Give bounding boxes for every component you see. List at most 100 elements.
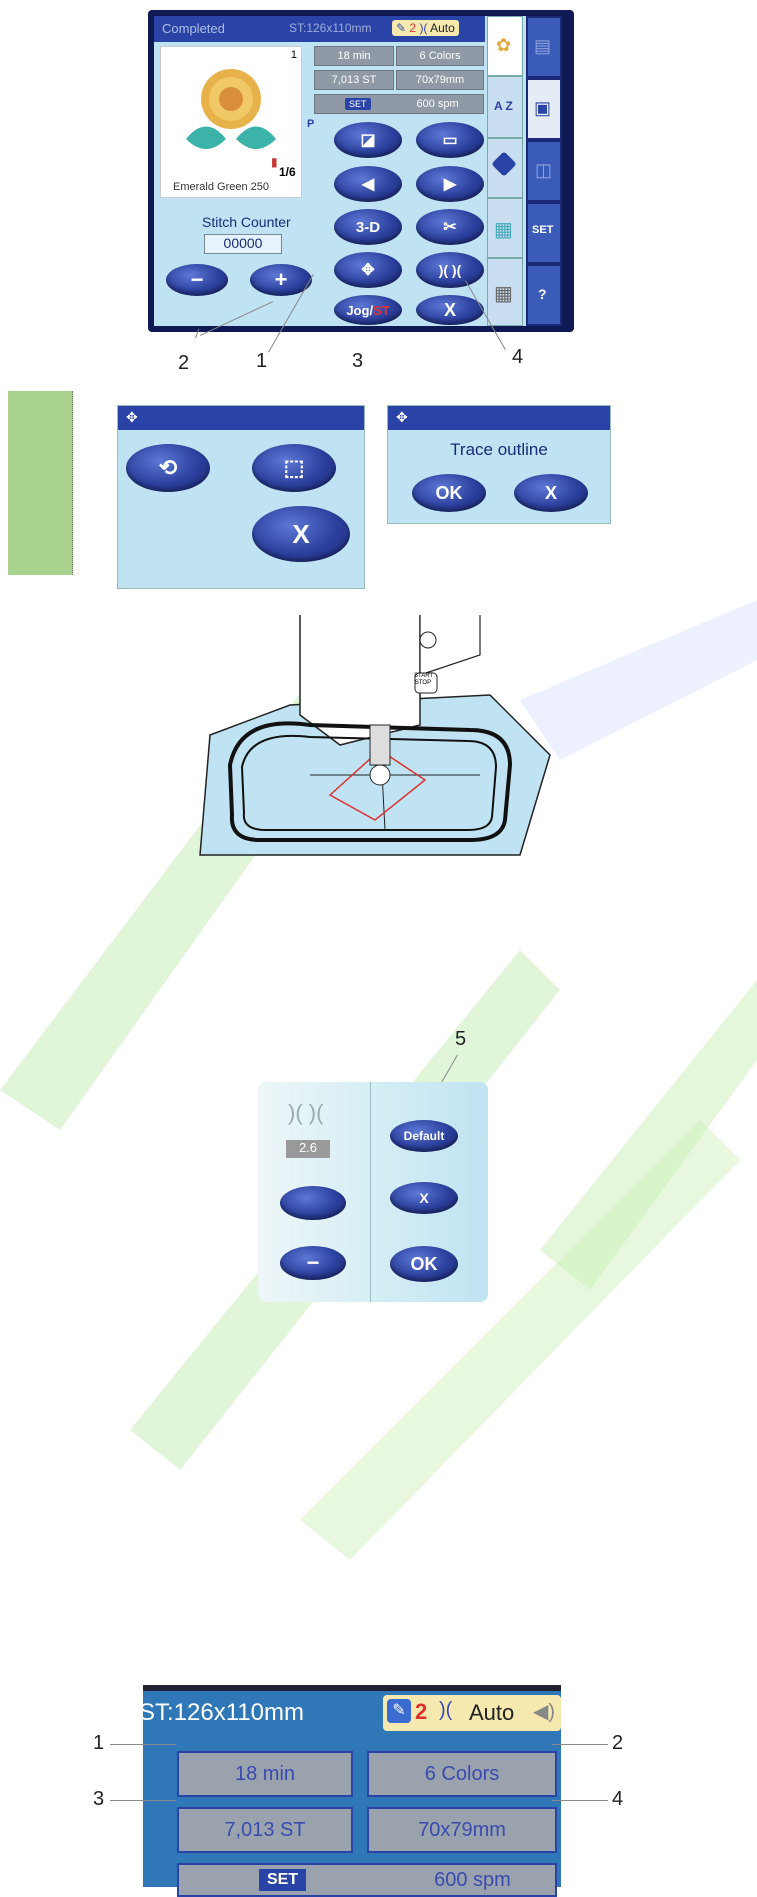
hoop-icon: ▤: [534, 36, 552, 56]
density-minus-label: −: [306, 1250, 320, 1275]
spool-icon: ▮: [271, 155, 278, 169]
info-time: 18 min: [314, 46, 394, 66]
dialog-header: ✥: [388, 406, 610, 430]
minus-button[interactable]: −: [166, 264, 228, 296]
trace-panel-header: ✥: [118, 406, 364, 430]
flower-icon: ✿: [496, 35, 512, 55]
trace-close-button[interactable]: X: [252, 506, 350, 562]
zoom-thread-indicator: ✎ 2 )( Auto ◀): [383, 1695, 561, 1731]
embroidery-screen: Completed ST:126x110mm ✎ 2 )( Auto 1: [148, 10, 574, 332]
density-ok-label: OK: [410, 1253, 438, 1274]
zoom-size: ST:126x110mm: [139, 1699, 304, 1726]
az-label: A Z: [494, 99, 513, 113]
design-preview[interactable]: 1 ▮ 1/6 Emerald Green 250: [160, 46, 302, 198]
tension-icon: )(: [419, 21, 428, 35]
density-icon: )( )(: [288, 1100, 324, 1125]
zoom-bobbin-icon: ✎: [387, 1699, 411, 1723]
close-label: X: [443, 299, 456, 320]
status-bar: Completed ST:126x110mm ✎ 2 )( Auto: [154, 16, 485, 42]
info-speed-row[interactable]: SET 600 spm: [314, 94, 484, 114]
bobbin-icon: ✎: [396, 21, 407, 35]
minus-label: −: [190, 267, 204, 292]
density-value: 2.6: [286, 1140, 330, 1158]
plus-button[interactable]: +: [250, 264, 312, 296]
density-cancel-button[interactable]: X: [390, 1182, 458, 1214]
zoom-stitches: 7,013 ST: [177, 1807, 353, 1853]
set-tab[interactable]: SET: [526, 202, 562, 264]
machine-icon: ▣: [534, 98, 552, 118]
side-button-2[interactable]: ▣: [526, 78, 562, 140]
default-button[interactable]: Default: [390, 1120, 458, 1152]
zoom-leader-4: [552, 1800, 608, 1801]
default-label: Default: [403, 1129, 445, 1143]
zoom-speed-row[interactable]: SET 600 spm: [177, 1863, 557, 1897]
density-ok-button[interactable]: OK: [390, 1246, 458, 1282]
zoom-leader-2: [552, 1744, 608, 1745]
tab-layout[interactable]: ▦: [487, 258, 523, 326]
trace-close-label: X: [292, 518, 310, 549]
callout-1: 1: [256, 350, 268, 372]
zoom-colors: 6 Colors: [367, 1751, 557, 1797]
zoom-size-mm: 70x79mm: [367, 1807, 557, 1853]
trace-selection-panel: ✥ ⟲ ⬚ X: [117, 405, 365, 589]
dialog-ok-label: OK: [435, 482, 463, 503]
zoom-callout-3: 3: [93, 1788, 105, 1810]
info-colors: 6 Colors: [396, 46, 484, 66]
dialog-message: Trace outline: [450, 440, 548, 459]
stitch-counter-label: Stitch Counter: [202, 214, 291, 230]
trace-outline-dialog: ✥ Trace outline OK X: [387, 405, 611, 524]
plus-label: +: [274, 267, 288, 292]
density-panel: )( )( 2.6 − Default X OK: [258, 1082, 488, 1302]
zoom-leader-3: [110, 1800, 176, 1801]
tension-button-icon: )( )(: [438, 262, 462, 278]
zoomed-status-panel: ST:126x110mm ✎ 2 )( Auto ◀) 18 min 6 Col…: [139, 1685, 561, 1897]
auto-label: Auto: [430, 21, 455, 35]
design-size-faded: ST:126x110mm: [289, 21, 372, 35]
tab-alphabet[interactable]: A Z: [487, 76, 523, 138]
zoom-callout-1: 1: [93, 1732, 105, 1754]
green-swatch: [8, 391, 73, 575]
stitch-counter-value: 00000: [204, 234, 282, 254]
zoom-thread-count: 2: [415, 1699, 428, 1724]
trace-outline-button[interactable]: ⬚: [252, 444, 336, 492]
trace-frame-button[interactable]: ⟲: [126, 444, 210, 492]
density-minus-button[interactable]: −: [280, 1246, 346, 1280]
sewing-machine-illustration: [199, 615, 551, 856]
tab-editing[interactable]: [487, 138, 523, 198]
cut-button[interactable]: ✂: [416, 209, 484, 245]
frame-icon: ▭: [442, 132, 458, 149]
close-button[interactable]: X: [416, 295, 484, 325]
scissors-icon: ✂: [443, 219, 457, 236]
bag-icon: ◫: [535, 160, 553, 180]
side-button-1[interactable]: ▤: [526, 16, 562, 78]
trace-outline-icon: ⬚: [283, 455, 305, 480]
zoom-sound-icon: ◀): [533, 1701, 556, 1723]
layout-grid-icon: ▦: [494, 283, 513, 305]
dialog-ok-button[interactable]: OK: [412, 474, 486, 512]
tension-button[interactable]: )( )(: [416, 252, 484, 288]
start-stop-label: START STOP: [414, 673, 434, 686]
blank-button[interactable]: ▭: [416, 122, 484, 158]
forward-button[interactable]: ▶: [416, 166, 484, 202]
status-title: Completed: [162, 21, 225, 36]
zoom-callout-4: 4: [612, 1788, 624, 1810]
3d-button[interactable]: 3-D: [334, 209, 402, 245]
help-label: ?: [538, 286, 547, 302]
dialog-cancel-button[interactable]: X: [514, 474, 588, 512]
help-tab[interactable]: ?: [526, 264, 562, 326]
flip-button[interactable]: ◪: [334, 122, 402, 158]
side-button-3[interactable]: ◫: [526, 140, 562, 202]
back-button[interactable]: ◀: [334, 166, 402, 202]
zoom-speed: 600 spm: [434, 1868, 511, 1891]
trace-header-icon: ✥: [126, 409, 138, 425]
callout-5: 5: [455, 1028, 467, 1050]
trace-button[interactable]: ✥: [334, 252, 402, 288]
tab-design[interactable]: ✿: [487, 16, 523, 76]
zoom-time: 18 min: [177, 1751, 353, 1797]
tab-grid[interactable]: ▦: [487, 198, 523, 258]
density-plus-button[interactable]: [280, 1186, 346, 1220]
arrow-left-icon: ◀: [361, 176, 375, 193]
set-tab-label: SET: [532, 224, 554, 236]
jog-st-button[interactable]: Jog/ST: [334, 295, 402, 325]
